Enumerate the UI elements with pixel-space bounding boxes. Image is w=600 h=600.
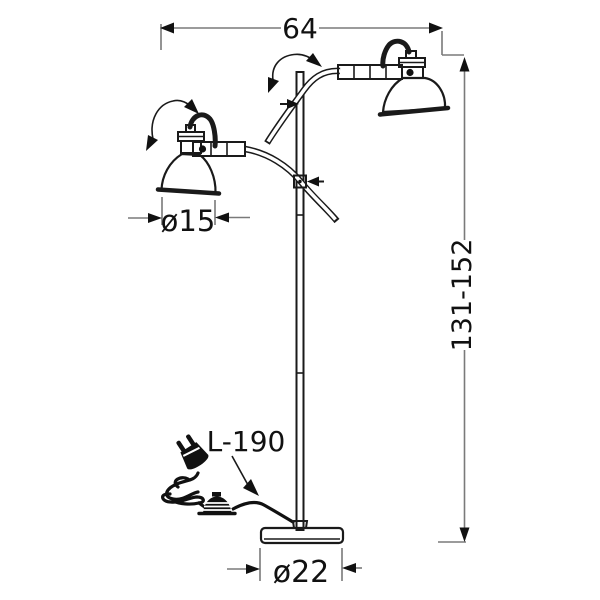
foot-switch-icon [197, 492, 237, 516]
right-lamp-head [337, 38, 451, 117]
right-shade [381, 76, 447, 114]
left-shade [160, 152, 217, 195]
lamp-base [259, 520, 345, 545]
dim-arrow-down-icon [459, 527, 470, 542]
left-arm-bar [192, 141, 246, 157]
leader-arrow-icon [243, 479, 259, 496]
arm-clamp-screw-icon [287, 99, 299, 109]
dim-arrow-up-icon [459, 57, 470, 72]
rotation-arrow-right-icon [268, 53, 322, 93]
dim-arrow-right-icon [429, 22, 443, 34]
rotation-arrow-left-icon [146, 99, 199, 151]
dim-height-label: 131-152 [447, 239, 478, 352]
dim-base-diameter-label: ø22 [273, 555, 330, 590]
dim-top-width-label: 64 [282, 12, 318, 45]
right-pivot-joint [406, 68, 414, 77]
lamp-pole [295, 71, 305, 531]
label-cable-length: L-190 [207, 425, 286, 496]
lower-arm [244, 145, 340, 224]
dimension-base-diameter: ø22 [227, 548, 362, 590]
dim-arrow-left-icon [342, 563, 356, 573]
upper-arm [264, 67, 341, 145]
left-lamp-head [155, 112, 246, 196]
dim-arrow-right-icon [148, 213, 162, 223]
left-pivot-joint [198, 145, 207, 153]
dim-arrow-left-icon [160, 22, 174, 34]
dimension-shade-diameter: ø15 [128, 197, 250, 238]
power-plug-icon [176, 434, 209, 470]
dimension-top-width: 64 [160, 12, 464, 56]
cable-length-label: L-190 [207, 425, 286, 458]
dim-shade-diameter-label: ø15 [161, 204, 216, 238]
wing-screw-icon [307, 176, 319, 187]
dim-arrow-right-icon [246, 564, 260, 574]
dimension-height-range: 131-152 [438, 57, 478, 543]
dim-arrow-left-icon [215, 212, 229, 223]
